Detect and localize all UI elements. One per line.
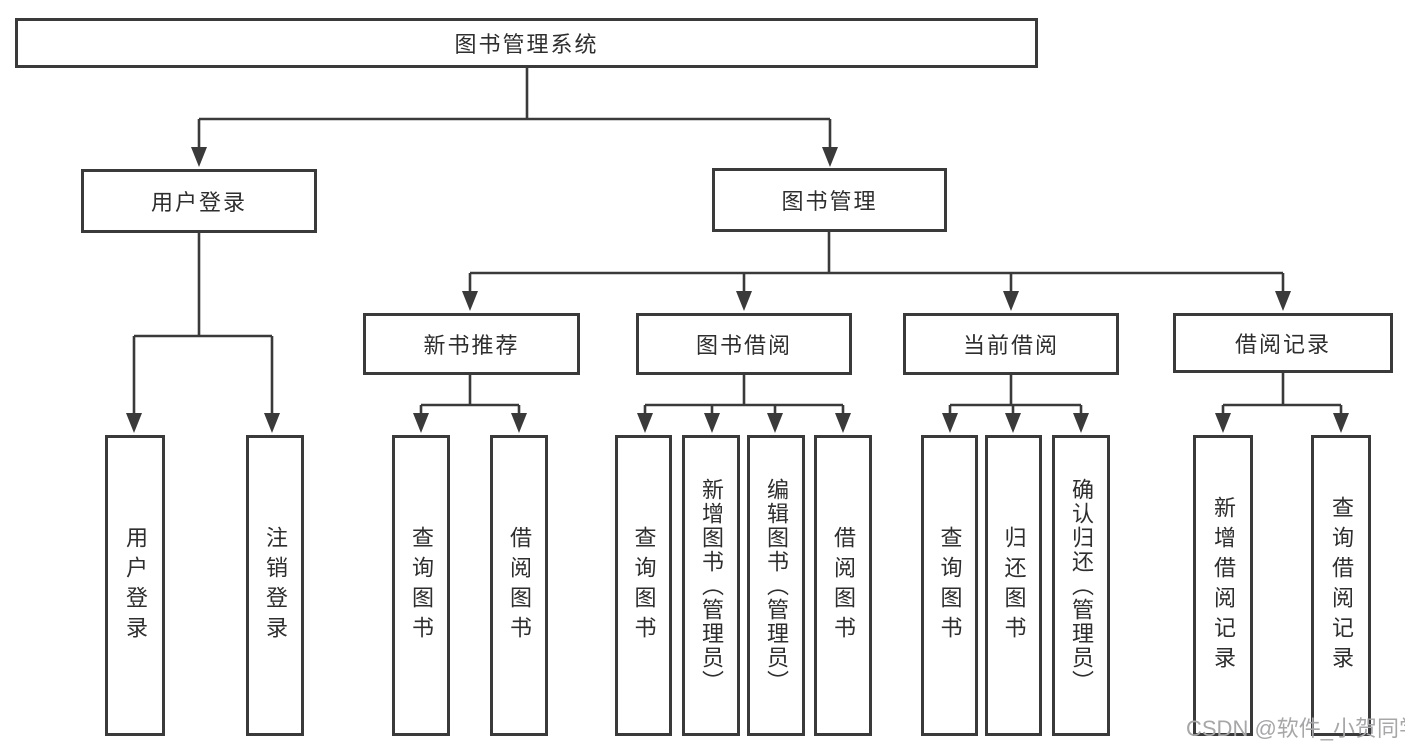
leaf-add-borrow-record-label: 新增借阅记录 <box>1211 495 1236 676</box>
leaf-node-user-login: 用户登录 <box>105 435 165 736</box>
csdn-watermark: CSDN @软件_小贺同学 <box>1186 716 1405 741</box>
leaf-query-books-recommend-label: 查询图书 <box>409 525 434 646</box>
leaf-node-add-books-admin: 新增图书（管理员） <box>682 435 740 736</box>
root-node-library-system: 图书管理系统 <box>15 18 1038 68</box>
leaf-query-books-current-label: 查询图书 <box>937 525 963 646</box>
leaf-node-query-books-current: 查询图书 <box>921 435 978 736</box>
root-node-label: 图书管理系统 <box>454 32 599 57</box>
module-new-book-recommend-label: 新书推荐 <box>423 333 520 358</box>
module-borrow-record-label: 借阅记录 <box>1234 332 1331 357</box>
leaf-user-login-label: 用户登录 <box>123 525 148 646</box>
leaf-logout-label: 注销登录 <box>263 525 288 646</box>
leaf-node-edit-books-admin: 编辑图书（管理员） <box>747 435 805 736</box>
module-current-borrow-label: 当前借阅 <box>962 333 1059 358</box>
branch-book-management-label: 图书管理 <box>781 189 878 214</box>
leaf-confirm-return-admin-label: 确认归还（管理员） <box>1069 477 1094 694</box>
leaf-query-books-borrow-label: 查询图书 <box>631 525 657 646</box>
leaf-node-return-books: 归还图书 <box>985 435 1042 736</box>
leaf-node-add-borrow-record: 新增借阅记录 <box>1193 435 1253 736</box>
leaf-node-query-borrow-record: 查询借阅记录 <box>1311 435 1371 736</box>
leaf-edit-books-admin-label: 编辑图书（管理员） <box>764 477 789 694</box>
leaf-node-query-books-borrow: 查询图书 <box>615 435 672 736</box>
leaf-node-confirm-return-admin: 确认归还（管理员） <box>1052 435 1110 736</box>
leaf-node-borrow-books: 借阅图书 <box>814 435 872 736</box>
leaf-borrow-books-recommend-label: 借阅图书 <box>507 525 532 646</box>
module-book-borrow-label: 图书借阅 <box>695 333 792 358</box>
module-node-book-borrow: 图书借阅 <box>636 313 852 375</box>
leaf-query-borrow-record-label: 查询借阅记录 <box>1329 495 1354 676</box>
branch-user-login-label: 用户登录 <box>150 190 247 215</box>
branch-node-book-management: 图书管理 <box>712 168 947 232</box>
leaf-return-books-label: 归还图书 <box>1001 525 1027 646</box>
module-node-borrow-record: 借阅记录 <box>1173 313 1393 373</box>
module-node-current-borrow: 当前借阅 <box>903 313 1119 375</box>
module-node-new-book-recommend: 新书推荐 <box>363 313 580 375</box>
leaf-borrow-books-label: 借阅图书 <box>831 525 856 646</box>
leaf-node-logout: 注销登录 <box>246 435 304 736</box>
branch-node-user-login: 用户登录 <box>81 169 317 233</box>
leaf-node-query-books-recommend: 查询图书 <box>392 435 450 736</box>
leaf-node-borrow-books-recommend: 借阅图书 <box>490 435 548 736</box>
leaf-add-books-admin-label: 新增图书（管理员） <box>699 477 724 694</box>
